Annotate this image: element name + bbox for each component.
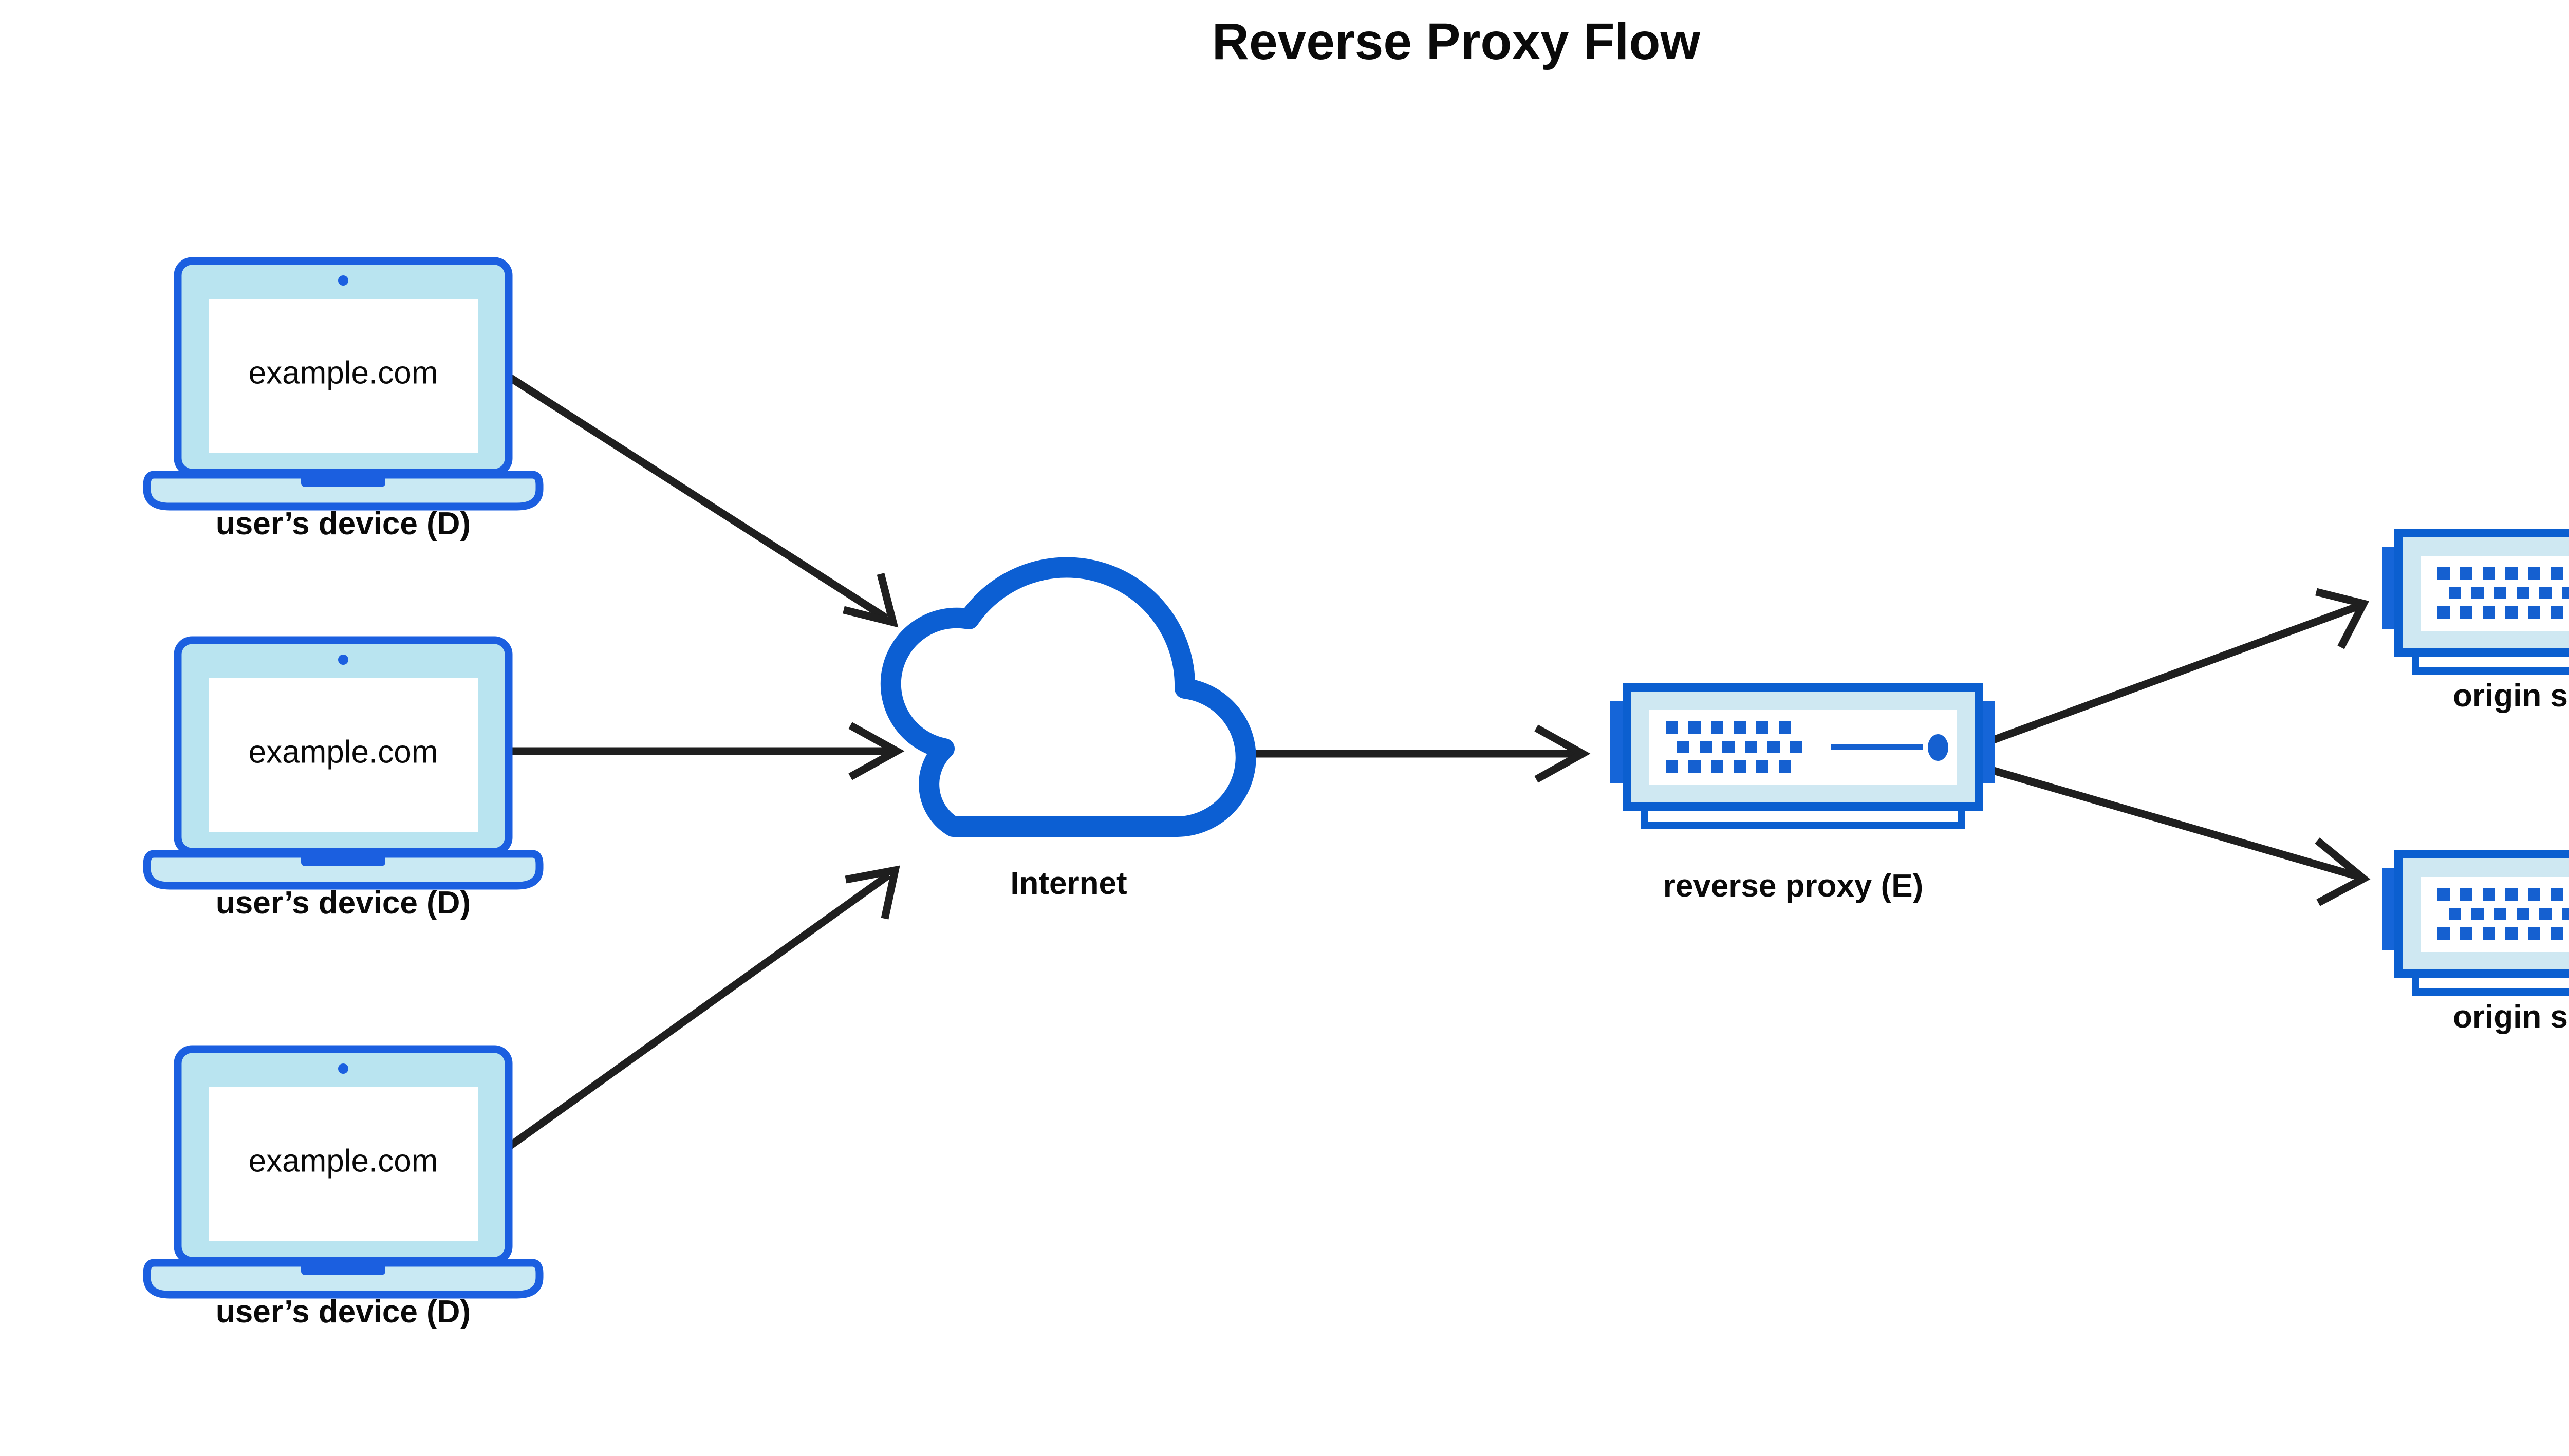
origin-server-1-label: origin server (F) <box>2453 678 2569 714</box>
edge-layer <box>495 371 2371 1159</box>
node-internet[interactable]: Internet <box>880 557 1256 901</box>
node-device-2[interactable]: example.com user’s device (D) <box>147 640 539 921</box>
edge-proxy-origin1 <box>1992 588 2370 744</box>
reverse-proxy-label: reverse proxy (E) <box>1663 868 1924 904</box>
device-3-screen-text: example.com <box>249 1143 438 1179</box>
edge-internet-proxy <box>1223 724 1591 783</box>
device-2-label: user’s device (D) <box>216 885 471 921</box>
device-1-screen-text: example.com <box>249 355 438 390</box>
edge-device1-internet <box>504 371 899 628</box>
device-3-label: user’s device (D) <box>216 1294 471 1330</box>
device-1-label: user’s device (D) <box>216 506 471 542</box>
internet-label: Internet <box>1010 866 1127 901</box>
node-device-1[interactable]: example.com user’s device (D) <box>147 261 539 542</box>
edge-device3-internet <box>495 865 900 1159</box>
server-icon <box>1610 687 1995 825</box>
page-title: Reverse Proxy Flow <box>1212 13 1701 70</box>
edge-device2-internet <box>506 722 905 780</box>
origin-server-2-label: origin server (F) <box>2453 999 2569 1035</box>
node-device-3[interactable]: example.com user’s device (D) <box>147 1049 539 1330</box>
edge-proxy-origin2 <box>1992 767 2371 906</box>
server-icon <box>2382 533 2569 671</box>
node-origin-server-1[interactable]: origin server (F) <box>2382 533 2569 714</box>
node-origin-server-2[interactable]: origin server (F) <box>2382 854 2569 1035</box>
device-2-screen-text: example.com <box>249 734 438 770</box>
server-icon <box>2382 854 2569 992</box>
node-reverse-proxy[interactable]: reverse proxy (E) <box>1610 687 1995 904</box>
cloud-icon <box>880 557 1256 837</box>
